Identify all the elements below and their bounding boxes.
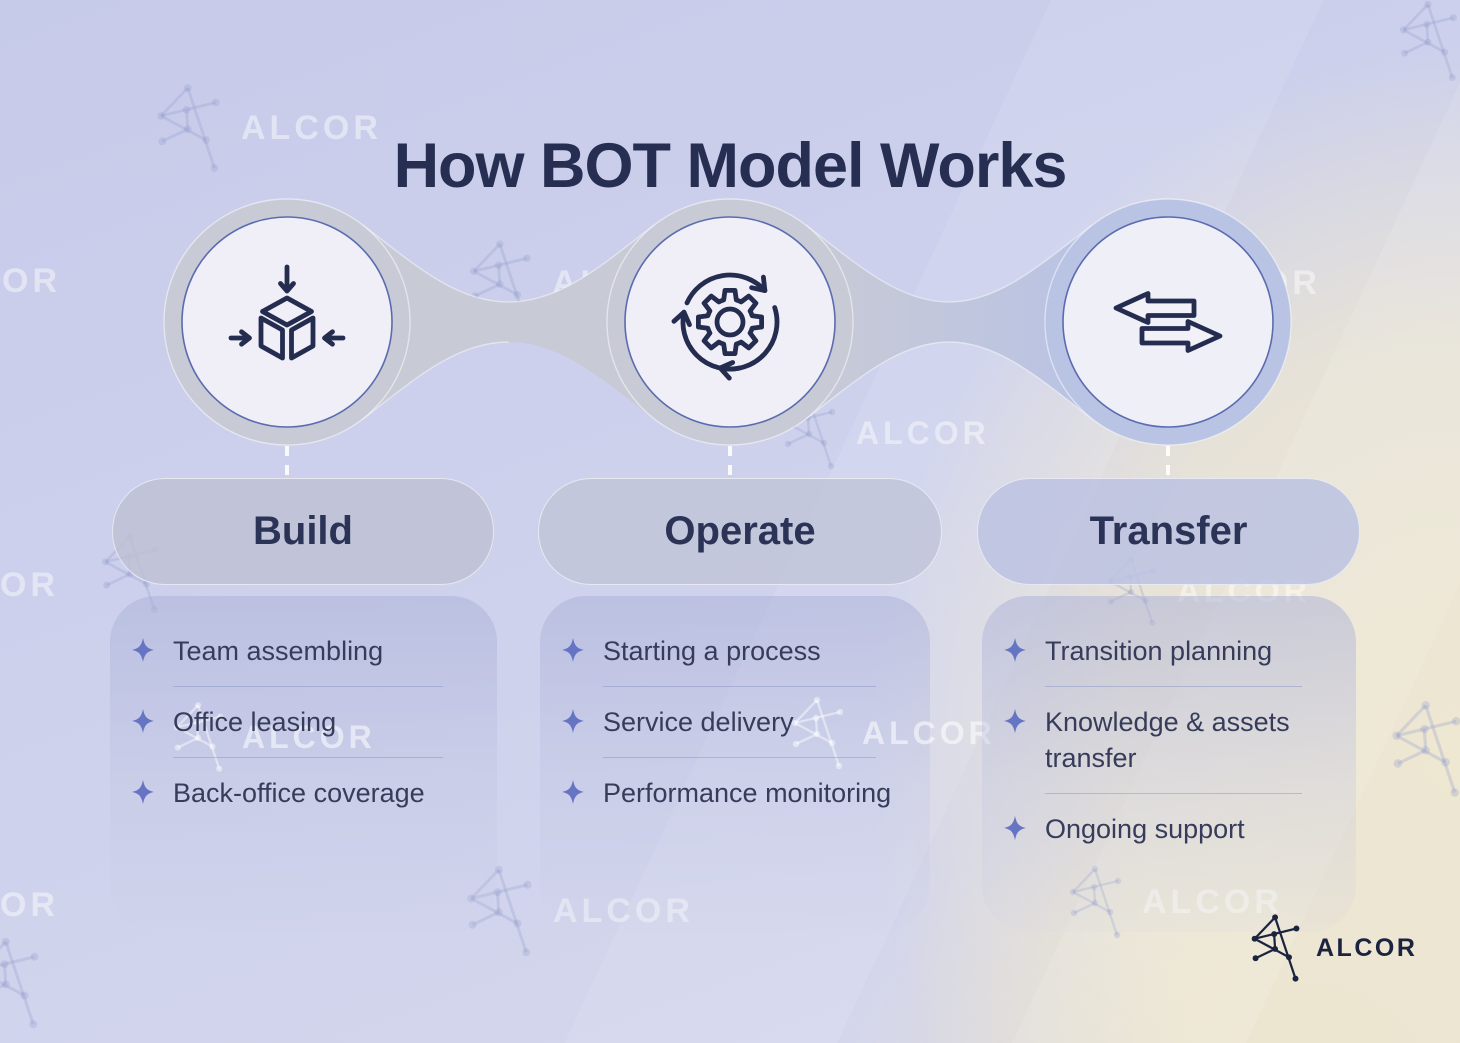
list-item: Team assembling (130, 618, 477, 684)
list-item: Ongoing support (1002, 796, 1336, 862)
item-text: Starting a process (603, 636, 821, 666)
list-item: Starting a process (560, 618, 910, 684)
logo-text: ALCOR (1316, 933, 1418, 962)
sparkle-icon (562, 637, 584, 663)
list-item: Performance monitoring (560, 760, 910, 826)
divider (173, 686, 443, 687)
item-text: Ongoing support (1045, 814, 1245, 844)
stage-pill-operate: Operate (538, 478, 942, 585)
list-item: Knowledge & assets transfer (1002, 689, 1336, 791)
sparkle-icon (1004, 637, 1026, 663)
sparkle-icon (1004, 815, 1026, 841)
divider (1045, 686, 1302, 687)
list-item: Service delivery (560, 689, 910, 755)
item-text: Knowledge & assets transfer (1045, 707, 1290, 773)
build-card: ALCOR Team assembling Office leasing Bac… (110, 596, 497, 932)
item-text: Transition planning (1045, 636, 1273, 666)
divider (603, 686, 876, 687)
item-text: Performance monitoring (603, 778, 892, 808)
operate-card: ALCOR Starting a process Service deliver… (540, 596, 992, 932)
sparkle-icon (562, 779, 584, 805)
stage-pill-build: Build (112, 478, 494, 585)
dashed-connector (728, 446, 732, 478)
item-text: Team assembling (173, 636, 384, 666)
alcor-logo: ALCOR (1250, 912, 1417, 984)
watermark: ALCOR (790, 692, 996, 774)
item-text: Office leasing (173, 707, 337, 737)
list-item: Transition planning (1002, 618, 1336, 684)
dashed-connector (285, 446, 289, 478)
sparkle-icon (562, 708, 584, 734)
sparkle-icon (132, 708, 154, 734)
watermark: ALCOR (172, 698, 376, 776)
divider (1045, 793, 1302, 794)
constellation-icon (1250, 912, 1302, 984)
stage-label: Build (253, 509, 353, 553)
page-title: How BOT Model Works (393, 131, 1068, 202)
sparkle-icon (132, 637, 154, 663)
stage-pill-transfer: Transfer (977, 478, 1360, 585)
sparkle-icon (132, 779, 154, 805)
list-item: Back-office coverage (130, 760, 477, 826)
item-text: Service delivery (603, 707, 794, 737)
divider (173, 757, 443, 758)
dashed-connector (1166, 446, 1170, 478)
stage-label: Transfer (1089, 509, 1248, 553)
sparkle-icon (1004, 708, 1026, 734)
item-text: Back-office coverage (173, 778, 425, 808)
list-item: Office leasing (130, 689, 477, 755)
transfer-card: Transition planning Knowledge & assets t… (982, 596, 1356, 932)
divider (603, 757, 876, 758)
stage-label: Operate (664, 509, 816, 553)
